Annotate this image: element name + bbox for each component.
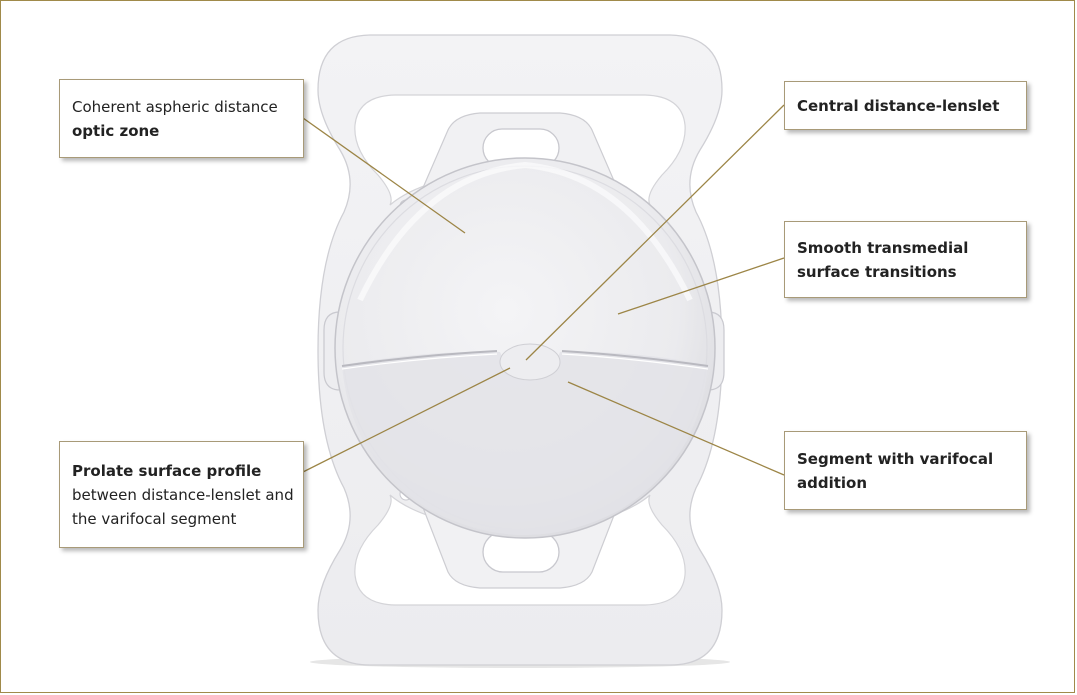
callout-segment-varifocal: Segment with varifocal addition: [784, 431, 1027, 510]
callout-prolate-profile-line3: the varifocal segment: [72, 509, 237, 528]
central-lenslet: [499, 343, 561, 381]
segment-ridge-left: [341, 350, 498, 367]
segment-ridge-right: [561, 350, 709, 367]
callout-smooth-transitions-line2: surface transitions: [797, 262, 957, 281]
callout-smooth-transitions: Smooth transmedial surface transitions: [784, 221, 1027, 298]
callout-optic-zone-line2: optic zone: [72, 121, 160, 140]
leader-segment-varifocal: [567, 381, 785, 476]
callout-optic-zone-line1: Coherent aspheric distance: [72, 97, 278, 116]
leader-optic-zone: [302, 117, 466, 234]
optic-top-highlight: [357, 161, 693, 302]
segment-ridge-right-highlight: [561, 353, 709, 370]
segment-ridge-left-highlight: [341, 353, 498, 370]
callout-segment-varifocal-line2: addition: [797, 473, 868, 492]
callout-segment-varifocal-line1: Segment with varifocal: [797, 449, 994, 468]
callout-central-lenslet-line1: Central distance-lenslet: [797, 96, 1000, 115]
callout-central-lenslet: Central distance-lenslet: [784, 81, 1027, 130]
callout-optic-zone: Coherent aspheric distance optic zone: [59, 79, 304, 158]
leader-prolate-profile: [302, 367, 511, 473]
varifocal-segment: [342, 351, 708, 535]
callout-prolate-profile: Prolate surface profile between distance…: [59, 441, 304, 548]
callout-smooth-transitions-line1: Smooth transmedial: [797, 238, 969, 257]
leader-smooth-transitions: [617, 257, 785, 315]
leader-central-lenslet: [525, 104, 785, 361]
callout-prolate-profile-line2: between distance-lenslet and: [72, 485, 294, 504]
callout-prolate-profile-line1: Prolate surface profile: [72, 461, 262, 480]
